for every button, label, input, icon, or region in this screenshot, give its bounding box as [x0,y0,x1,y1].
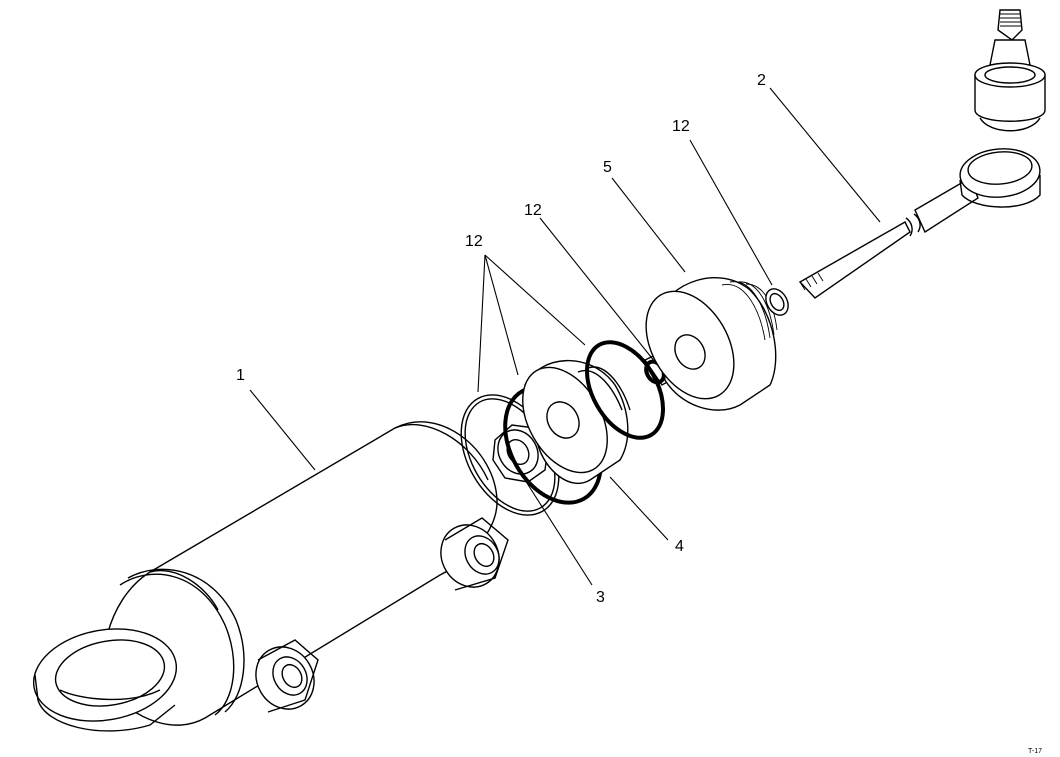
leader-lines [249,87,881,586]
leader-4 [609,476,669,541]
cylinder-barrel [32,421,509,732]
leader-1 [249,389,316,471]
callout-4: 4 [675,538,684,555]
leader-5 [611,177,686,273]
leader-12-a1 [477,254,486,393]
cylinder-head [645,277,778,411]
leader-12-a3 [484,254,586,346]
figure-reference: T-17 [1028,748,1043,755]
o-ring-piston-rear [585,340,665,440]
callout-1: 1 [236,367,245,384]
piston [522,359,631,485]
leader-12-b [539,217,656,363]
callout-12-a: 12 [465,233,483,250]
callout-2: 2 [757,72,766,89]
callout-5: 5 [603,159,612,176]
callout-3: 3 [596,589,605,606]
leader-12-a2 [484,254,519,376]
leader-2 [769,87,881,223]
callout-12-b: 12 [524,202,542,219]
leader-3 [524,479,593,586]
piston-rod [798,148,1041,299]
leader-12-c [689,139,773,286]
callout-12-c: 12 [672,118,690,135]
ball-joint [974,9,1046,132]
